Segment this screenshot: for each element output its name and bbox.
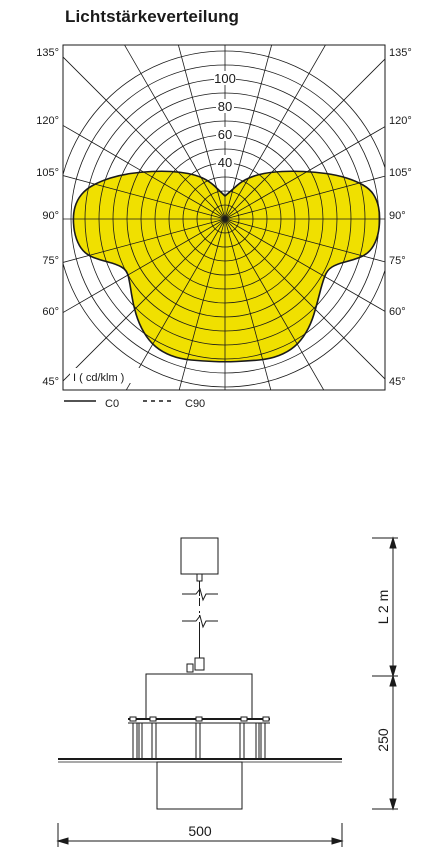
angle-label-right-45: 45°: [389, 376, 406, 388]
radial-label-80: 80: [218, 99, 232, 114]
grid-spoke: [125, 218, 226, 390]
polar-grid: [63, 45, 385, 390]
legend-c90-label: C90: [185, 398, 205, 410]
grid-spoke: [224, 175, 385, 220]
grid-spoke: [63, 218, 226, 263]
angle-label-left-105: 105°: [36, 167, 59, 179]
grid-spoke: [178, 218, 226, 390]
width-dimension-label: 500: [188, 823, 212, 839]
length-dimension-label: L 2 m: [375, 590, 391, 625]
grid-spoke: [63, 125, 226, 220]
grid-spoke: [224, 45, 326, 220]
grid-spoke: [224, 218, 325, 390]
grid-spoke: [224, 45, 273, 220]
grid-spoke: [63, 175, 226, 220]
angle-label-left-90: 90°: [42, 210, 59, 222]
grid-spoke: [224, 58, 385, 220]
angle-label-left-135: 135°: [36, 47, 59, 59]
grid-spoke: [224, 218, 272, 390]
unit-label: I ( cd/klm ): [73, 372, 124, 384]
angle-label-left-120: 120°: [36, 115, 59, 127]
legend: C0 C90: [64, 398, 205, 410]
break-symbol-lower: [182, 614, 218, 629]
recessed-body: [156, 761, 243, 810]
angle-label-right-90: 90°: [389, 210, 406, 222]
polar-diagram: 100 80 60 40 I ( cd/klm ) 135° 120° 105°…: [36, 44, 412, 410]
grid-spoke: [224, 218, 385, 263]
diagram-frame: [62, 44, 386, 391]
grid-spoke: [63, 218, 226, 382]
angle-label-left-75: 75°: [42, 255, 59, 267]
height-dimension-label: 250: [375, 728, 391, 752]
legend-c0-label: C0: [105, 398, 119, 410]
grid-spoke: [124, 45, 226, 220]
grid-spoke: [224, 218, 385, 380]
angle-label-right-60: 60°: [389, 306, 406, 318]
angle-label-right-105: 105°: [389, 167, 412, 179]
dimension-drawing: [56, 536, 398, 847]
cable-gland: [194, 657, 205, 671]
grid-spoke: [177, 45, 226, 220]
grid-spoke: [63, 56, 226, 220]
gland-cap: [186, 663, 194, 673]
break-symbol-upper: [182, 587, 218, 602]
angle-label-right-75: 75°: [389, 255, 406, 267]
canopy-connector: [196, 573, 203, 582]
angle-label-right-120: 120°: [389, 115, 412, 127]
luminaire-housing: [145, 673, 253, 720]
mounting-rods: [132, 722, 266, 760]
radial-label-60: 60: [218, 127, 232, 142]
grid-spoke: [224, 218, 385, 312]
page-title: Lichtstärkeverteilung: [65, 7, 240, 26]
ceiling-canopy: [180, 537, 219, 575]
grid-spoke: [224, 126, 385, 220]
angle-label-right-135: 135°: [389, 47, 412, 59]
radial-label-100: 100: [214, 71, 236, 86]
light-distribution-curve: [72, 170, 381, 363]
angle-label-left-60: 60°: [42, 306, 59, 318]
radial-label-40: 40: [218, 155, 232, 170]
angle-label-left-45: 45°: [42, 376, 59, 388]
grid-spoke: [63, 218, 226, 313]
